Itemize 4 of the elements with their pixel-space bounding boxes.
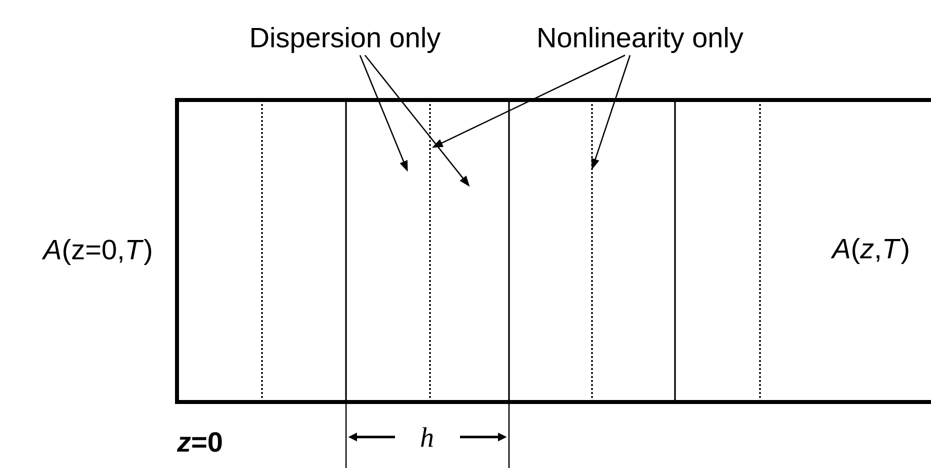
caption-text: Dispersion only: [252, 26, 441, 54]
fiber-box: A(z,T): [175, 98, 931, 404]
position-label: z=0: [176, 432, 222, 452]
caption-text: Nonlinearity only: [538, 26, 744, 54]
